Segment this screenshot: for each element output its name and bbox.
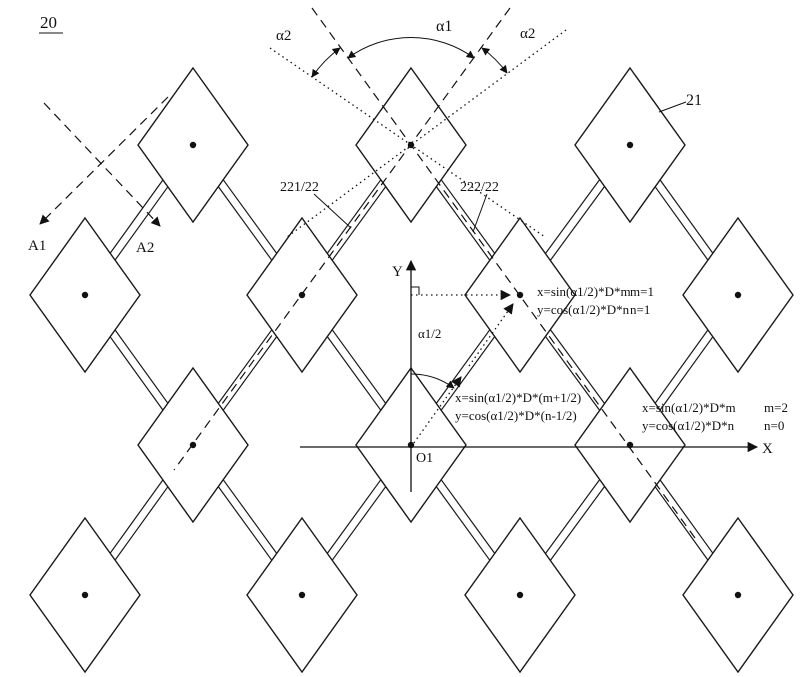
formula-1-m: m=1 xyxy=(630,284,654,299)
link-strut-line xyxy=(660,179,715,256)
link-strut-line xyxy=(216,329,272,406)
diamond-center-dot xyxy=(82,292,88,298)
origin-label: O1 xyxy=(416,451,433,466)
link-strut-line xyxy=(216,484,272,561)
link-strut-line xyxy=(115,329,170,406)
diamond-center-dot xyxy=(735,592,741,598)
link-strut-line xyxy=(325,479,381,556)
link-strut-line xyxy=(660,479,715,556)
a1-label: A1 xyxy=(28,238,46,254)
formula-1-n: n=1 xyxy=(630,302,650,317)
link-strut-line xyxy=(108,479,163,556)
alpha2-right-angle-arc xyxy=(482,48,507,73)
link-strut-line xyxy=(434,184,490,261)
formula-2-m: m=2 xyxy=(764,400,788,415)
formula-2-n: n=0 xyxy=(764,418,784,433)
formula-1-y: y=cos(α1/2)*D*n xyxy=(537,302,630,317)
leader-line-221 xyxy=(314,194,351,228)
link-strut-line xyxy=(325,179,381,256)
link-strut-line xyxy=(550,184,607,261)
link-strut-line xyxy=(223,334,279,411)
link-strut-line xyxy=(332,184,388,261)
link-221-label: 221/22 xyxy=(280,180,319,195)
link-strut-line xyxy=(332,484,388,561)
alpha2-left-angle-arc xyxy=(312,48,340,77)
link-strut-line xyxy=(441,479,497,556)
diamond-center-dot xyxy=(190,142,196,148)
link-strut-line xyxy=(653,184,708,261)
link-strut-line xyxy=(223,179,279,256)
link-strut-line xyxy=(543,479,600,556)
part-21-label: 21 xyxy=(686,92,702,109)
link-strut-line xyxy=(332,329,388,406)
leader-line-222 xyxy=(473,194,487,232)
y-axis-label: Y xyxy=(392,264,403,280)
a2-label: A2 xyxy=(136,240,154,256)
alpha2-right-label: α2 xyxy=(520,26,535,42)
link-strut-line xyxy=(115,484,170,561)
link-strut-line xyxy=(108,334,163,411)
diamond-center-dot xyxy=(82,592,88,598)
formula-2-x: x=sin(α1/2)*D*m xyxy=(642,400,736,415)
link-strut-line xyxy=(543,179,600,256)
link-222-label: 222/22 xyxy=(460,180,499,195)
link-strut-line xyxy=(550,484,607,561)
link-strut-line xyxy=(653,484,708,561)
link-strut-line xyxy=(223,479,279,556)
figure-number: 20 xyxy=(40,13,57,32)
diamond-center-dot xyxy=(299,292,305,298)
formula-half-y: y=cos(α1/2)*D*(n-1/2) xyxy=(455,408,577,423)
alpha1-label: α1 xyxy=(436,18,452,35)
alpha1-angle-arc xyxy=(348,37,474,58)
diamond-center-dot xyxy=(517,592,523,598)
link-strut-line xyxy=(653,329,708,406)
diamond-center-dot xyxy=(627,142,633,148)
formula-2-y: y=cos(α1/2)*D*n xyxy=(642,418,735,433)
diamond-center-dot xyxy=(735,292,741,298)
link-strut-line xyxy=(216,184,272,261)
link-strut-line xyxy=(434,484,490,561)
formula-half-x: x=sin(α1/2)*D*(m+1/2) xyxy=(455,390,581,405)
alpha2-left-label: α2 xyxy=(276,28,291,44)
link-strut-line xyxy=(325,334,381,411)
formula-1-x: x=sin(α1/2)*D*m xyxy=(537,284,631,299)
x-axis-label: X xyxy=(762,441,773,457)
right-angle-marker xyxy=(411,287,419,295)
leader-line-21 xyxy=(659,102,686,112)
diamond-center-dot xyxy=(299,592,305,598)
alpha-half-label: α1/2 xyxy=(418,326,441,341)
